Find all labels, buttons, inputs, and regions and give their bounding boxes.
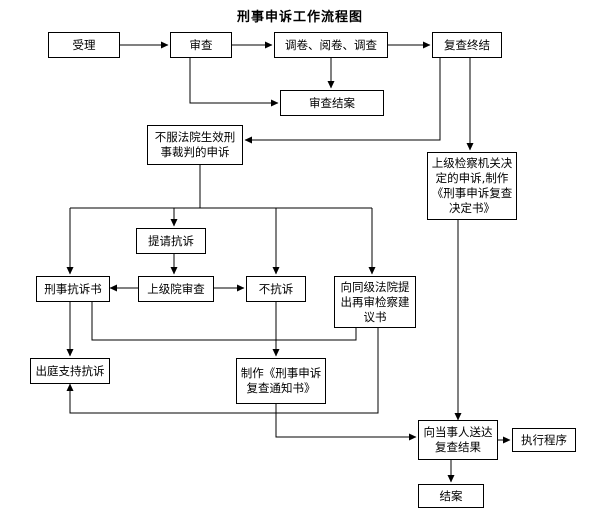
node-songda-jieguo: 向当事人送达复查结果 bbox=[418, 420, 498, 460]
node-zhixing-chengxu: 执行程序 bbox=[512, 428, 576, 452]
node-shangji-jueding: 上级检察机关决定的申诉,制作《刑事申诉复查决定书》 bbox=[427, 152, 517, 220]
node-shangjiyuan-shencha: 上级院审查 bbox=[138, 276, 214, 302]
arrow-fucha-bufu bbox=[244, 58, 441, 144]
node-bukangsu: 不抗诉 bbox=[246, 276, 306, 302]
node-xingshi-kangsushu: 刑事抗诉书 bbox=[36, 276, 110, 302]
node-fucha-tongzhishu: 制作《刑事申诉复查通知书》 bbox=[236, 358, 326, 404]
line-kangsushu-jianyi bbox=[91, 302, 357, 341]
node-jiean: 结案 bbox=[418, 484, 484, 508]
node-bufu-shensu: 不服法院生效刑事裁判的申诉 bbox=[147, 125, 243, 165]
arrow-tongzhishu-songda bbox=[275, 404, 417, 441]
node-diaojuan: 调卷、阅卷、调查 bbox=[274, 32, 388, 58]
node-zaishen-jianyi: 向同级法院提出再审检察建议书 bbox=[334, 276, 416, 328]
arrow-shencha-jiean bbox=[189, 58, 279, 107]
arrow-jianyi-chuting bbox=[66, 328, 379, 414]
diagram-title: 刑事申诉工作流程图 bbox=[236, 10, 363, 25]
node-chuting-zhichi: 出庭支持抗诉 bbox=[30, 358, 110, 384]
node-shouli: 受理 bbox=[48, 32, 120, 58]
node-tiqing-kangsu: 提请抗诉 bbox=[136, 228, 206, 254]
node-shencha-jiean: 审查结案 bbox=[280, 90, 384, 116]
node-shencha: 审查 bbox=[170, 32, 232, 58]
node-fucha-zhongjie: 复查终结 bbox=[432, 32, 502, 58]
